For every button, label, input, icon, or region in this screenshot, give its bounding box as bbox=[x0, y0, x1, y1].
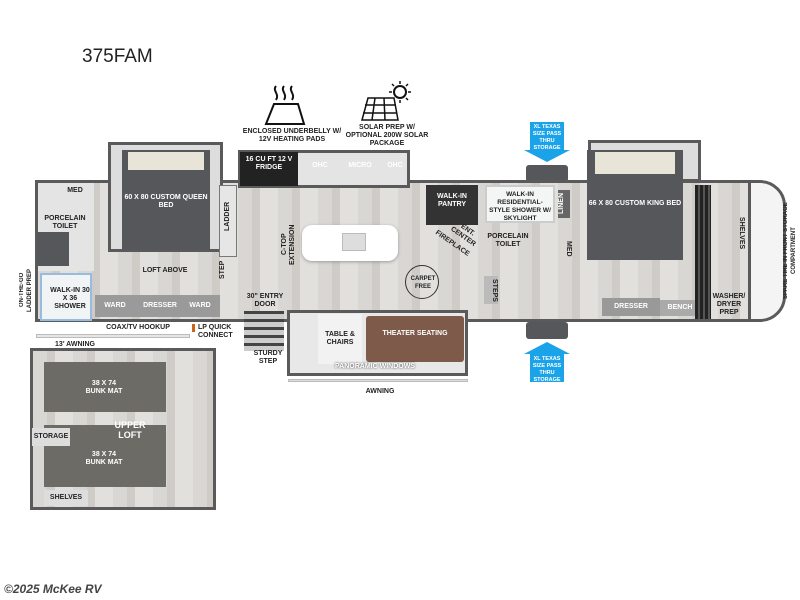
med-right-label: MED bbox=[565, 241, 572, 257]
fridge: 16 CU FT 12 V FRIDGE bbox=[240, 152, 298, 186]
toilet-left-label: PORCELAIN TOILET bbox=[44, 215, 86, 230]
lp-label: LP QUICK CONNECT bbox=[198, 324, 233, 339]
dresser-right-label: DRESSER bbox=[614, 303, 648, 310]
shower-right-label: WALK-IN RESIDENTIAL-STYLE SHOWER W/ SKYL… bbox=[489, 191, 551, 222]
ctop-label: C-TOP EXTENSION bbox=[281, 224, 296, 265]
awning-label: AWNING bbox=[365, 388, 395, 395]
dresser-right: DRESSER bbox=[602, 298, 660, 316]
pantry: WALK-IN PANTRY bbox=[426, 185, 478, 225]
queen-pillows bbox=[128, 152, 204, 170]
ohc-1-label: OHC bbox=[312, 162, 328, 169]
dresser-left-unit bbox=[95, 295, 220, 317]
underbelly-label: ENCLOSED UNDERBELLY W/ 12V HEATING PADS bbox=[242, 128, 342, 143]
table-chairs[interactable]: TABLE & CHAIRS bbox=[318, 314, 362, 364]
arrow-up-icon bbox=[524, 342, 570, 354]
lp-marker bbox=[192, 324, 195, 332]
theater-label: THEATER SEATING bbox=[382, 330, 448, 337]
kitchen-island bbox=[302, 225, 398, 261]
ward-1-label: WARD bbox=[104, 302, 126, 309]
bunk-2-label: 38 X 74 BUNK MAT bbox=[85, 451, 123, 466]
loft-above-label: LOFT ABOVE bbox=[142, 267, 188, 274]
steps-label[interactable]: STEPS bbox=[484, 276, 498, 304]
loft-shelves: SHELVES bbox=[44, 490, 88, 506]
dresser-left-label: DRESSER bbox=[143, 302, 177, 309]
front-cap bbox=[748, 180, 786, 322]
king-bed-label: 66 X 80 CUSTOM KING BED bbox=[588, 200, 682, 207]
panoramic-label: PANORAMIC WINDOWS bbox=[335, 363, 415, 370]
ladder[interactable]: LADDER bbox=[219, 185, 237, 257]
theater-seating[interactable]: THEATER SEATING bbox=[366, 316, 464, 362]
solar-panel-icon bbox=[361, 81, 411, 121]
entry-door-label[interactable]: 30" ENTRY DOOR bbox=[246, 293, 284, 308]
sink-icon bbox=[342, 233, 366, 251]
king-pillows bbox=[595, 152, 675, 174]
storage-door-top bbox=[526, 165, 568, 182]
micro-label: MICRO bbox=[348, 162, 372, 169]
coax-label: COAX/TV HOOKUP bbox=[106, 324, 170, 331]
bench: BENCH bbox=[660, 300, 700, 316]
pantry-label: WALK-IN PANTRY bbox=[437, 193, 467, 208]
washer-label: WASHER/ DRYER PREP bbox=[712, 293, 746, 316]
awning-bar bbox=[288, 379, 468, 382]
toilet-right-label: PORCELAIN TOILET bbox=[487, 233, 529, 248]
entry-steps[interactable] bbox=[244, 311, 284, 351]
storage-door-bottom bbox=[526, 322, 568, 339]
ward-2-label: WARD bbox=[189, 302, 211, 309]
closet-doors[interactable] bbox=[695, 185, 711, 319]
bench-label: BENCH bbox=[667, 304, 693, 311]
linen-label: LINEN bbox=[558, 190, 570, 218]
step-label: STEP bbox=[219, 260, 226, 280]
upper-loft-label: UPPER LOFT bbox=[114, 420, 146, 440]
queen-bed-label: 60 X 80 CUSTOM QUEEN BED bbox=[124, 194, 208, 209]
pass-thru-storage-bottom: XL TEXAS SIZE PASS THRU STORAGE bbox=[524, 342, 570, 383]
sturdy-step-label: STURDY STEP bbox=[253, 350, 283, 365]
king-bed: 66 X 80 CUSTOM KING BED bbox=[587, 150, 683, 260]
table-label: TABLE & CHAIRS bbox=[325, 331, 355, 346]
fridge-label: 16 CU FT 12 V FRIDGE bbox=[245, 156, 293, 171]
med-left-label: MED bbox=[67, 187, 83, 194]
heating-pad-icon bbox=[264, 85, 306, 125]
shower-left: WALK-IN 30 x 36 SHOWER bbox=[40, 273, 92, 321]
loft-storage: STORAGE bbox=[32, 428, 70, 446]
awning-13-label: 13' AWNING bbox=[55, 341, 95, 348]
wardrobe-doors bbox=[37, 232, 69, 266]
queen-bed: 60 X 80 CUSTOM QUEEN BED bbox=[122, 150, 210, 250]
pass-thru-storage-top: XL TEXAS SIZE PASS THRU STORAGE bbox=[524, 122, 570, 162]
copyright-footer: ©2025 McKee RV bbox=[4, 582, 102, 596]
model-title: 375FAM bbox=[82, 46, 153, 67]
carpet-free-label: CARPET FREE bbox=[410, 276, 436, 290]
ladder-label: LADDER bbox=[224, 201, 231, 231]
awning-13-bar bbox=[36, 334, 190, 338]
loft-shelves-label: SHELVES bbox=[49, 494, 83, 501]
arrow-down-icon bbox=[524, 150, 570, 162]
ladder-prep-label: ON-THE-GO LADDER PREP bbox=[19, 268, 33, 312]
right-shower: WALK-IN RESIDENTIAL-STYLE SHOWER W/ SKYL… bbox=[485, 185, 555, 223]
loft-storage-label: STORAGE bbox=[33, 433, 69, 440]
bunk-1-label: 38 X 74 BUNK MAT bbox=[85, 380, 123, 395]
solar-label: SOLAR PREP W/ OPTIONAL 200W SOLAR PACKAG… bbox=[345, 124, 429, 147]
shelves-right-label: SHELVES bbox=[738, 216, 745, 250]
carpet-free-badge: CARPET FREE bbox=[405, 265, 439, 299]
bunk-mat-1: 38 X 74 BUNK MAT bbox=[44, 362, 166, 412]
shower-left-label: WALK-IN 30 x 36 SHOWER bbox=[50, 287, 90, 310]
spare-tire-label: SPARE TIRE IN FRONT STORAGE COMPARTMENT bbox=[783, 202, 797, 300]
ohc-2-label: OHC bbox=[387, 162, 403, 169]
